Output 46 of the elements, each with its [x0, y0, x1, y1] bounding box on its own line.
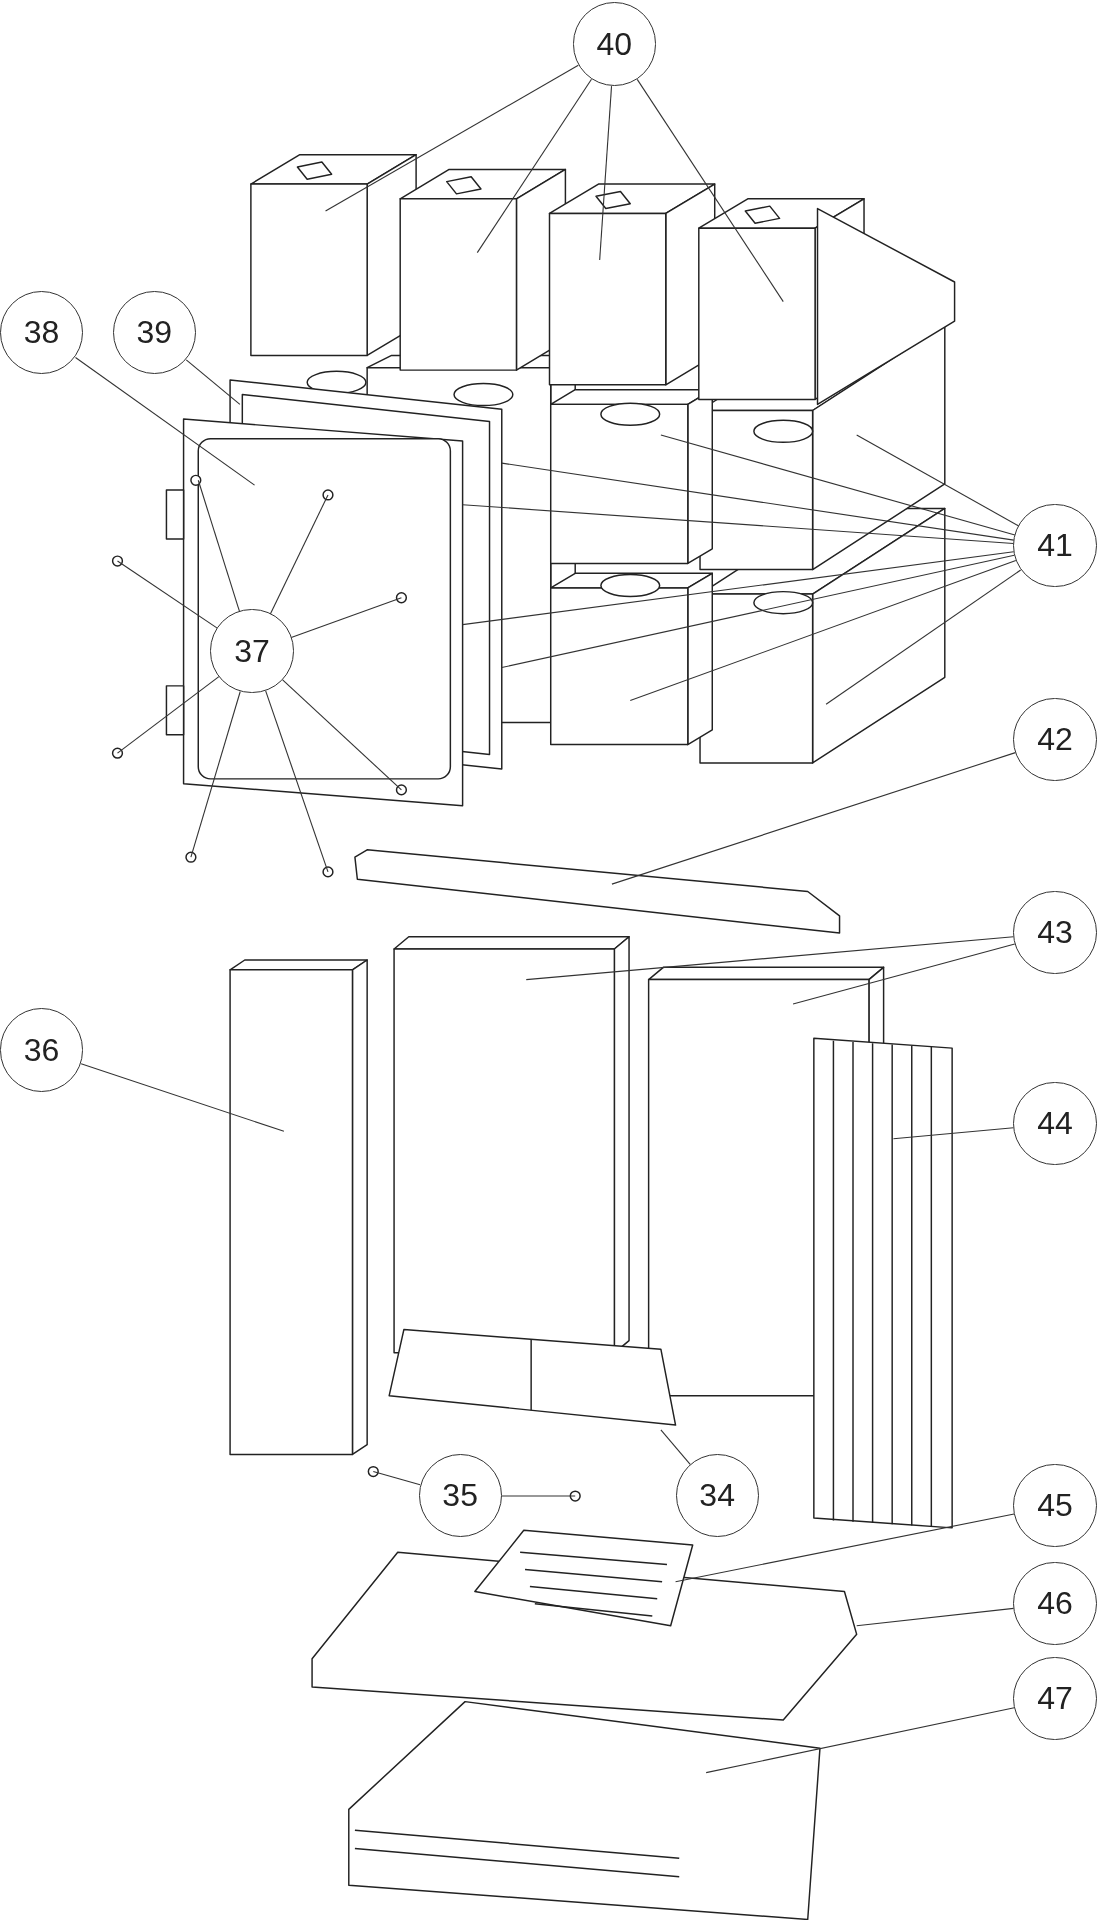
leader-line [462, 504, 1014, 544]
leader-line [660, 1429, 691, 1465]
callout-number: 45 [1013, 1463, 1097, 1547]
leader-line [599, 85, 613, 261]
leader-line [525, 936, 1015, 981]
callout-number: 36 [0, 1008, 84, 1092]
callout-number: 38 [0, 291, 84, 375]
leader-line [185, 359, 241, 405]
leader-line [892, 1127, 1015, 1140]
leader-line [611, 752, 1016, 885]
leader-line [856, 434, 1020, 527]
leader-line [116, 560, 219, 629]
leader-line [660, 434, 1016, 536]
leader-line [675, 1513, 1015, 1583]
leader-line [116, 676, 220, 754]
leader-line [265, 690, 329, 873]
callout-number: 47 [1013, 1657, 1097, 1741]
leader-line [372, 1471, 421, 1486]
leader-line [825, 569, 1022, 705]
leader-line [636, 78, 784, 303]
leader-line [462, 551, 1015, 626]
leader-line [792, 943, 1016, 1005]
leader-line [856, 1607, 1015, 1627]
leader-line [325, 64, 579, 212]
leader-line [190, 690, 241, 858]
leader-line [269, 494, 329, 615]
leader-line [197, 479, 241, 613]
leader-line [501, 1495, 576, 1497]
leader-line [705, 1707, 1015, 1774]
callout-number: 46 [1013, 1561, 1097, 1645]
leader-line [282, 679, 402, 791]
callout-number: 34 [675, 1453, 759, 1538]
leader-line [476, 78, 592, 254]
callout-number: 35 [418, 1453, 502, 1538]
callout-number: 42 [1013, 697, 1097, 781]
leader-line [501, 462, 1015, 541]
leader-line [80, 1063, 285, 1132]
leader-line [501, 554, 1015, 669]
callout-number: 40 [572, 2, 656, 86]
callout-number: 39 [112, 291, 196, 375]
leader-line [290, 597, 402, 639]
callout-number: 44 [1013, 1081, 1097, 1166]
callout-number: 41 [1013, 504, 1097, 588]
callout-number: 43 [1013, 890, 1097, 975]
leader-line [629, 560, 1017, 702]
leader-line [74, 357, 256, 486]
